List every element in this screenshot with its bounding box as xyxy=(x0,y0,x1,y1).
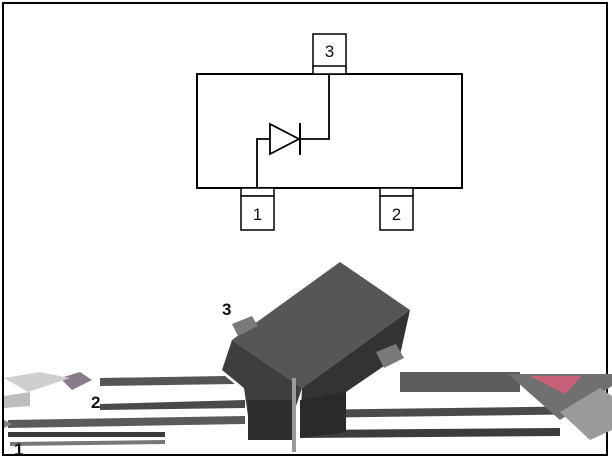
wire-pin1-to-diode xyxy=(256,138,270,188)
pin-1-label: 1 xyxy=(253,205,262,224)
lead-trace-8 xyxy=(4,392,30,408)
lead-trace-r3 xyxy=(508,374,612,420)
lead-trace-4 xyxy=(100,400,245,410)
package-front-block xyxy=(248,400,292,440)
package-pin-3-label: 3 xyxy=(222,300,231,319)
diode-symbol xyxy=(269,122,301,156)
pin-3-label: 3 xyxy=(325,42,334,61)
schematic-pin-1: 1 xyxy=(240,187,275,231)
pin-1-box xyxy=(240,195,275,231)
lead-trace-3 xyxy=(100,376,235,386)
lead-trace-r1 xyxy=(300,406,600,418)
lead-trace-1 xyxy=(8,416,245,428)
schematic: 3 1 2 xyxy=(196,33,463,231)
package-front-block-2 xyxy=(300,392,346,438)
pin-3-tab xyxy=(312,65,347,75)
schematic-pin-3: 3 xyxy=(312,33,347,75)
lead-tab-right xyxy=(376,344,404,368)
package-view: 3 2 1 xyxy=(4,262,612,459)
package-pin-1-label: 1 xyxy=(14,440,23,459)
lead-tab-pin3 xyxy=(232,316,258,336)
diode-triangle xyxy=(269,122,301,156)
lead-trace-7 xyxy=(4,372,70,392)
edge-marker-1 xyxy=(4,420,12,428)
lead-trace-r4 xyxy=(530,376,582,394)
lead-trace-6 xyxy=(60,372,92,390)
lead-traces-left xyxy=(4,372,245,446)
schematic-pin-2: 2 xyxy=(379,187,414,231)
lead-trace-5 xyxy=(10,440,165,446)
lead-trace-r2 xyxy=(400,372,520,392)
pin-2-box xyxy=(379,195,414,231)
lead-trace-r6 xyxy=(300,428,560,438)
lead-traces-right xyxy=(300,372,612,440)
package-pin-2-label: 2 xyxy=(91,393,100,412)
lead-trace-2 xyxy=(8,432,165,437)
pin-2-tab xyxy=(379,187,414,197)
package-top-face xyxy=(232,262,410,388)
lead-trace-r5 xyxy=(560,388,612,440)
pin-1-tab xyxy=(240,187,275,197)
wire-diode-to-pin3 xyxy=(300,74,330,140)
pin-2-label: 2 xyxy=(392,205,401,224)
